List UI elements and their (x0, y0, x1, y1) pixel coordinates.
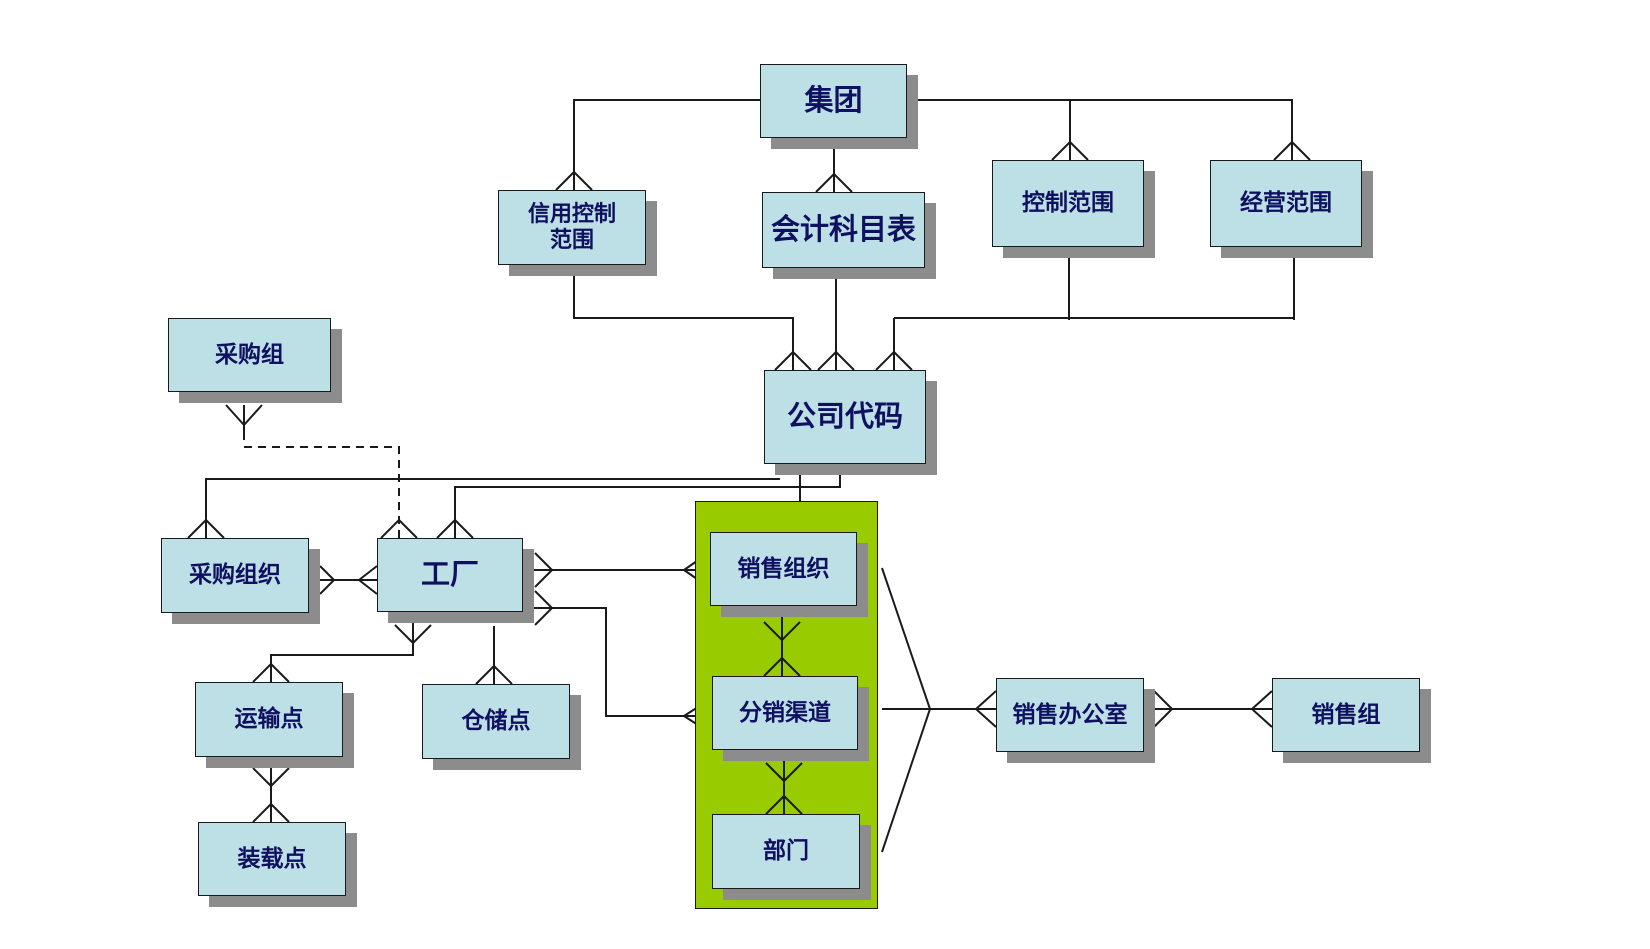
node-company-code[interactable]: 公司代码 (764, 370, 926, 464)
edge-ctrl-opcon-cc (893, 247, 1295, 370)
crowfoot-plant-purch-group (380, 519, 418, 539)
edge-plant-shipping (270, 610, 414, 682)
crowfoot-purch-org-side (319, 565, 335, 595)
crowfoot-plant-bottom (394, 624, 432, 644)
crowfoot-cc-3 (875, 351, 913, 371)
crowfoot-cc-1 (774, 351, 812, 371)
node-credit-control-area[interactable]: 信用控制 范围 (498, 190, 646, 265)
edge-group-ctrl (906, 99, 1293, 160)
node-purchasing-group[interactable]: 采购组 (168, 318, 331, 392)
crowfoot-purch-org (187, 519, 225, 539)
crowfoot-office-left (975, 690, 997, 728)
node-loading-point[interactable]: 装载点 (198, 822, 346, 896)
crowfoot-plant-side (358, 565, 378, 595)
crowfoot-storage (475, 665, 513, 685)
node-plant[interactable]: 工厂 (377, 538, 523, 612)
crowfoot-shipping (252, 663, 290, 683)
crowfoot-coa (815, 173, 853, 193)
crowfoot-distchan-top (763, 657, 801, 677)
node-group[interactable]: 集团 (760, 64, 907, 138)
crowfoot-salesgroup-left (1251, 690, 1273, 728)
crowfoot-distchan-bottom (765, 762, 803, 782)
node-sales-group[interactable]: 销售组 (1272, 678, 1420, 752)
crowfoot-plant (436, 519, 474, 539)
node-controlling-area[interactable]: 控制范围 (992, 160, 1144, 247)
node-division[interactable]: 部门 (712, 814, 860, 889)
crowfoot-division-top (765, 795, 803, 815)
crowfoot-ctrl (1051, 141, 1089, 161)
node-shipping-point[interactable]: 运输点 (195, 682, 343, 757)
crowfoot-cc-2 (817, 351, 855, 371)
node-storage-location[interactable]: 仓储点 (422, 684, 570, 759)
edge-cc-plant (454, 464, 841, 538)
node-operating-concern[interactable]: 经营范围 (1210, 160, 1362, 247)
edge-purch-group-plant (244, 446, 400, 538)
node-sales-office[interactable]: 销售办公室 (996, 678, 1144, 752)
edge-salesarea-office (881, 567, 996, 853)
edge-cc-purch-org (205, 478, 780, 538)
edge-credit-cc (573, 265, 794, 370)
crowfoot-opcon (1273, 141, 1311, 161)
crowfoot-office-right (1153, 690, 1173, 728)
node-distribution-channel[interactable]: 分销渠道 (712, 676, 858, 750)
crowfoot-salesorg-bottom (763, 621, 801, 641)
crowfoot-plant-right-2 (534, 590, 553, 626)
crowfoot-loading (252, 803, 290, 823)
node-purchasing-org[interactable]: 采购组织 (161, 538, 309, 613)
crowfoot-credit (555, 171, 593, 191)
crowfoot-plant-right-1 (534, 552, 553, 588)
node-sales-org[interactable]: 销售组织 (710, 532, 857, 606)
edge-plant-distchan (523, 607, 712, 717)
crowfoot-shipping-bottom (252, 767, 290, 787)
crowfoot-purch-group (225, 404, 263, 440)
edge-group-credit (573, 99, 763, 190)
node-chart-of-accounts[interactable]: 会计科目表 (762, 192, 925, 268)
